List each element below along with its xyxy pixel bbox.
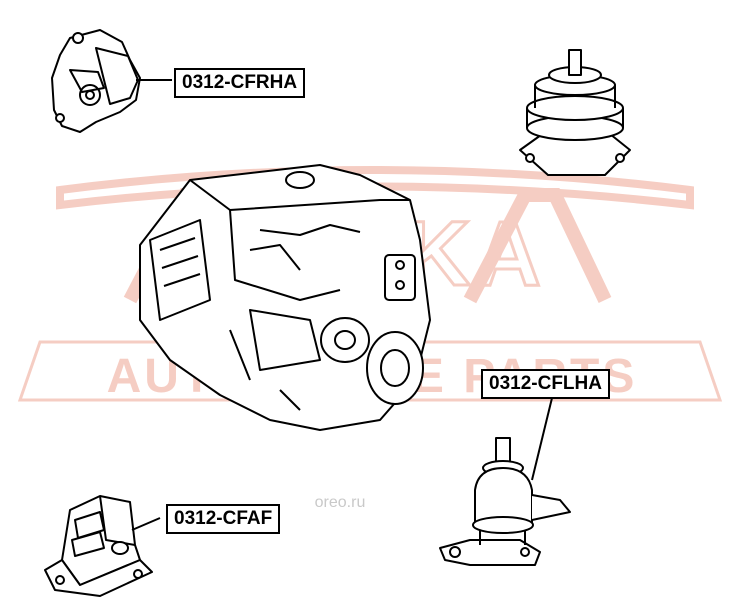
mount-cflha-drawing: [439, 397, 571, 566]
part-label-cfaf: 0312-CFAF: [166, 504, 281, 534]
engine-drawing: [139, 164, 431, 431]
part-label-cfrha: 0312-CFRHA: [174, 68, 306, 98]
mount-cfaf-drawing: [44, 495, 161, 597]
mount-cfrha-drawing: [51, 29, 172, 133]
part-label-cflha: 0312-CFLHA: [481, 369, 610, 399]
mount-top-right-drawing: [519, 49, 631, 176]
watermark-site: oreo.ru: [315, 494, 366, 511]
